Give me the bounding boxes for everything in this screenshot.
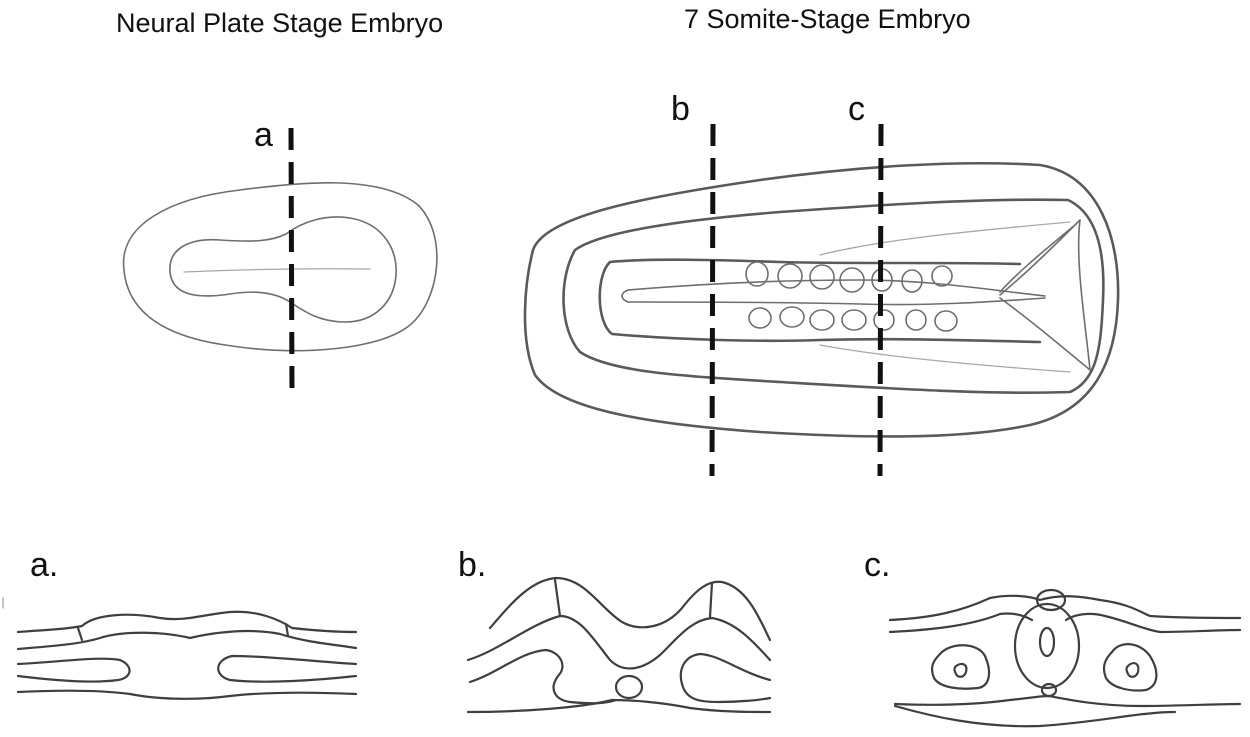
section-b-notochord [614, 674, 644, 700]
section-c-endoderm [893, 694, 1242, 708]
somite [841, 309, 867, 331]
section-b-mesoderm-right [679, 652, 772, 704]
section-c-somite-right [1102, 643, 1158, 692]
section-b-mesoderm-left [468, 648, 618, 705]
section-marker-c: c [848, 90, 865, 128]
somite [809, 264, 835, 290]
somite [779, 306, 805, 328]
section-marker-a: a [254, 116, 273, 154]
somite-stage-title: 7 Somite-Stage Embryo [684, 4, 971, 34]
section-panel-label-b: b. [458, 546, 487, 584]
neural-plate-stage-title: Neural Plate Stage Embryo [116, 8, 444, 38]
head-fold-lines [999, 219, 1091, 371]
somite [873, 309, 895, 331]
head-mesenchyme-line-lower [819, 344, 1071, 373]
section-c-somite-left [930, 644, 991, 690]
section-c-neural-crest-top [1035, 588, 1067, 612]
somite [745, 261, 769, 287]
somite [905, 309, 927, 331]
somite-embryo-inner-outline [562, 198, 1105, 395]
section-c-somite-right-cavity [1125, 662, 1140, 678]
section-a-plate-boundary-right [284, 622, 290, 638]
section-line-c [877, 123, 884, 477]
neural-groove-upper [627, 279, 1046, 297]
section-b-fold-boundary-right [708, 581, 714, 619]
neural-plate-embryo [122, 181, 438, 352]
section-b-endoderm [466, 698, 772, 714]
section-c-neural-tube [1013, 602, 1081, 690]
somite [934, 310, 958, 332]
cross-section-a [16, 610, 358, 700]
section-panel-label-a: a. [30, 546, 59, 584]
somite [748, 307, 772, 329]
neural-fold-outline [598, 258, 1042, 344]
section-a-plate-boundary-left [76, 626, 84, 642]
neural-plate-outline [169, 216, 397, 323]
section-a-endoderm [16, 689, 358, 700]
section-b-neural-fold-outer [488, 576, 772, 642]
section-marker-b: b [671, 90, 690, 128]
neural-groove-lower [627, 297, 1046, 306]
somite-stage-embryo [523, 161, 1120, 438]
cross-section-b [466, 576, 772, 714]
somite [839, 267, 865, 293]
neural-plate-outer-outline [122, 181, 438, 352]
section-line-a [288, 127, 295, 399]
section-a-ectoderm-inner [16, 629, 358, 651]
somite [809, 309, 835, 331]
section-c-ectoderm-outer [888, 594, 1242, 622]
neural-groove-tip [621, 289, 629, 303]
somite [777, 263, 803, 289]
head-mesenchyme-line-upper [819, 221, 1071, 256]
section-line-b [709, 123, 716, 477]
section-a-mesoderm-right [217, 654, 358, 683]
somite [901, 269, 923, 293]
neural-groove-line [183, 268, 371, 273]
section-c-neural-canal [1038, 626, 1056, 658]
section-c-somite-left-cavity [953, 662, 968, 678]
section-b-neural-fold-inner [466, 614, 772, 670]
somite-embryo-outer-outline [523, 161, 1120, 438]
somite [931, 265, 953, 287]
section-b-fold-boundary-left [553, 578, 562, 618]
section-panel-label-c: c. [864, 546, 891, 584]
section-a-ectoderm-surface [16, 610, 358, 634]
section-a-mesoderm-left [16, 657, 131, 683]
section-c-ectoderm-inner [888, 612, 1242, 634]
somite-pairs [745, 261, 958, 332]
section-c-notochord [1040, 682, 1058, 698]
section-c-lower-layer [893, 704, 1177, 728]
cross-section-c [888, 588, 1242, 728]
